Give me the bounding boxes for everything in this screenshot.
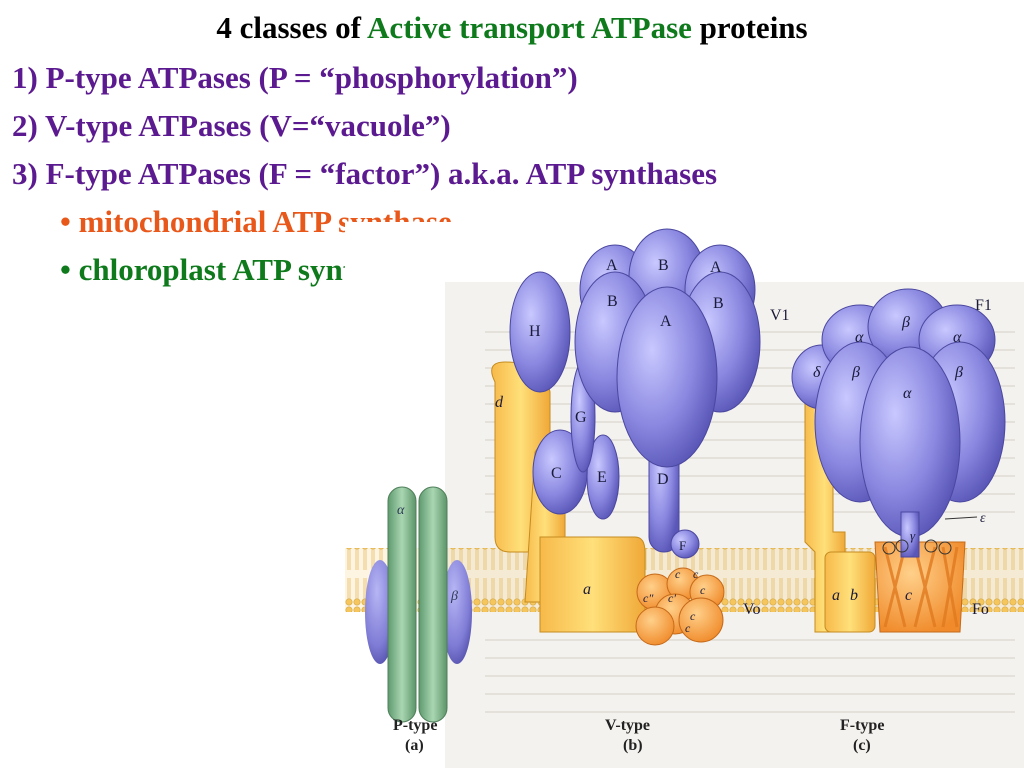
v-type-panel: (b) [623,737,643,754]
p-alpha-label: α [397,503,405,518]
f-label-a: a [832,587,840,604]
f-label-Fo: Fo [972,601,989,618]
f-label-alpha-left: α [855,329,864,346]
v-label-V1: V1 [770,307,790,324]
title-suffix: proteins [691,10,808,45]
v-label-c-3: c [700,583,706,597]
v-label-H: H [529,323,541,340]
f-label-gamma: γ [910,528,916,543]
v-label-B-top: B [658,257,669,274]
title-highlight: Active transport ATPase [367,10,692,45]
f-label-beta-top: β [901,314,910,331]
v-label-c-double-prime: c″ [643,591,654,605]
v-label-E: E [597,469,607,486]
f-label-F1: F1 [975,297,992,314]
f-label-c: c [905,587,912,604]
v-label-B-left: B [607,293,618,310]
v-label-c-prime: c′ [668,591,676,605]
v-label-A-left: A [606,257,618,274]
f-type-aka: a.k.a. ATP synthases [440,156,718,191]
v-type-label: V-type [605,717,650,734]
p-type-label: P-type [393,717,437,734]
v-label-c-4: c [690,609,696,623]
v-label-G: G [575,409,587,426]
v-label-c-1: c [675,567,681,581]
p-beta-label: β [450,589,458,604]
f-label-epsilon: ε [980,511,986,526]
f-label-alpha-center: α [903,385,912,402]
f-label-delta: δ [813,364,821,381]
f-label-beta-right: β [954,364,963,381]
f-type-atpase: α β α δ β β α γ ε a b c F1 Fo F-type (c) [791,288,1006,754]
v-label-B-right: B [713,295,724,312]
atpase-figure: α β P-type (a) A B [345,222,1024,768]
v-label-a: a [583,581,591,598]
f-label-alpha-right: α [953,329,962,346]
f-type-heading: 3) F-type ATPases (F = “factor”) a.k.a. … [12,156,717,192]
v-label-A-right: A [710,259,722,276]
v-label-d: d [495,394,504,411]
v-label-D: D [657,471,669,488]
v-label-A-center: A [660,313,672,330]
v-label-c-2: c [693,567,699,581]
v-label-Vo: Vo [743,601,761,618]
title-prefix: 4 classes of [216,10,368,45]
p-type-heading: 1) P-type ATPases (P = “phosphorylation”… [12,60,578,95]
slide-title: 4 classes of Active transport ATPase pro… [0,10,1024,46]
f-type-label: F-type [840,717,884,734]
p-type-panel: (a) [405,737,424,754]
v-type-atpase: A B A B B A H d G C E D F a c c c″ c′ c … [491,228,790,754]
v-type-heading: 2) V-type ATPases (V=“vacuole”) [12,108,451,143]
v-label-C: C [551,465,562,482]
p-type-atpase: α β P-type (a) [365,486,472,754]
f-type-main: 3) F-type ATPases (F = “factor”) [12,156,441,191]
v-label-F: F [679,538,686,553]
f-label-beta-left: β [851,364,860,381]
f-label-b: b [850,587,858,604]
f-type-panel: (c) [853,737,871,754]
v-label-c-5: c [685,621,691,635]
